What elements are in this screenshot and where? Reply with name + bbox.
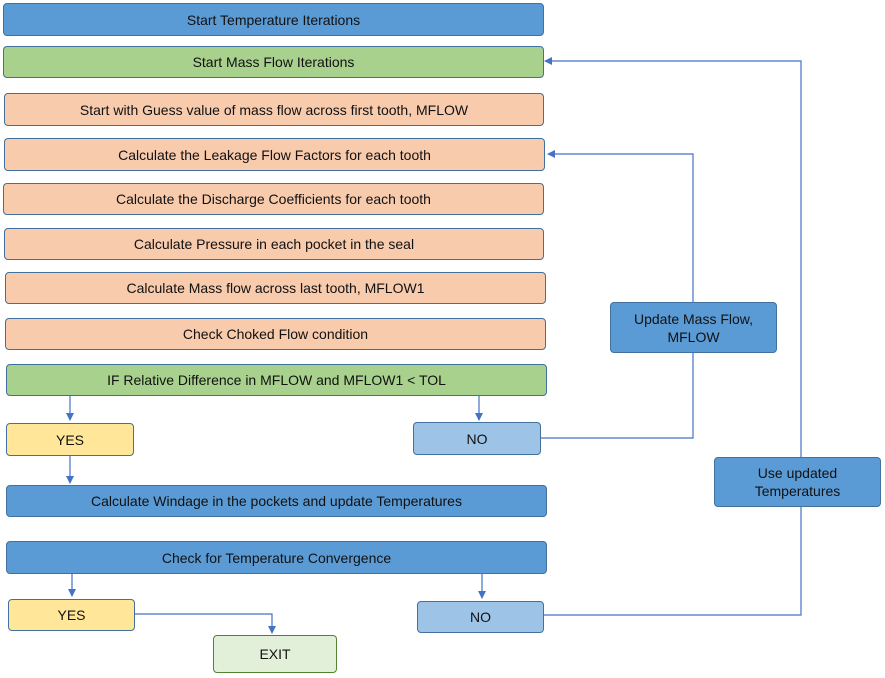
exit-label: EXIT [259, 646, 291, 662]
loop-no-to-leakage [541, 150, 694, 439]
no-temperature-converged: NO [417, 601, 544, 633]
temperature-convergence-label: Check for Temperature Convergence [161, 549, 392, 566]
discharge-coefficients-step: Calculate the Discharge Coefficients for… [3, 183, 544, 215]
start-mass-flow-label: Start Mass Flow Iterations [192, 54, 355, 70]
update-mass-flow-label-line1: Update Mass Flow, [633, 310, 754, 327]
guess-mass-flow-step: Start with Guess value of mass flow acro… [4, 93, 544, 126]
guess-mass-flow-label: Start with Guess value of mass flow acro… [79, 101, 469, 118]
choked-flow-step: Check Choked Flow condition [5, 318, 546, 350]
loop-no-to-mass-flow [544, 57, 802, 616]
pressure-step: Calculate Pressure in each pocket in the… [4, 228, 544, 260]
update-mass-flow-step: Update Mass Flow, MFLOW [610, 302, 777, 353]
use-updated-temperatures-step: Use updated Temperatures [714, 457, 881, 507]
choked-flow-label: Check Choked Flow condition [182, 326, 369, 342]
leakage-flow-step: Calculate the Leakage Flow Factors for e… [4, 138, 545, 171]
windage-step: Calculate Windage in the pockets and upd… [6, 485, 547, 517]
mass-flow-last-tooth-step: Calculate Mass flow across last tooth, M… [5, 272, 546, 304]
no-label-2: NO [470, 609, 491, 625]
no-mass-flow-converged: NO [413, 422, 541, 455]
update-mass-flow-label-line2: MFLOW [667, 328, 720, 345]
exit-step: EXIT [213, 635, 337, 673]
use-temps-label-line1: Use updated [757, 465, 838, 481]
start-temperature-label: Start Temperature Iterations [186, 11, 361, 28]
yes-label-1: YES [55, 431, 84, 448]
no-label-1: NO [466, 430, 488, 447]
mass-flow-last-tooth-label: Calculate Mass flow across last tooth, M… [126, 280, 425, 296]
start-temperature-iterations: Start Temperature Iterations [3, 3, 544, 36]
yes-temperature-converged: YES [8, 599, 135, 631]
windage-label: Calculate Windage in the pockets and upd… [91, 493, 462, 509]
yes-label-2: YES [57, 607, 86, 623]
arrow-yes-to-exit [135, 613, 276, 634]
use-temps-label-line2: Temperatures [754, 483, 841, 499]
discharge-coefficients-label: Calculate the Discharge Coefficients for… [116, 191, 431, 207]
relative-difference-label: IF Relative Difference in MFLOW and MFLO… [107, 372, 446, 388]
temperature-convergence-check: Check for Temperature Convergence [6, 541, 547, 574]
leakage-flow-label: Calculate the Leakage Flow Factors for e… [118, 146, 431, 163]
pressure-label: Calculate Pressure in each pocket in the… [133, 236, 415, 252]
start-mass-flow-iterations: Start Mass Flow Iterations [3, 46, 544, 78]
yes-mass-flow-converged: YES [6, 423, 134, 456]
relative-difference-decision: IF Relative Difference in MFLOW and MFLO… [6, 364, 547, 396]
